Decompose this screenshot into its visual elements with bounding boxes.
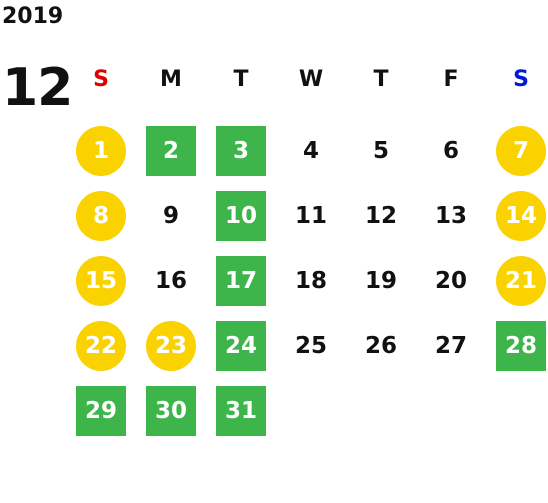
day-cell[interactable]: 10 [206,190,276,255]
day-number: 12 [364,203,397,229]
day-number: 9 [162,203,179,229]
month-number: 12 [2,58,73,118]
day-cell[interactable]: 27 [416,320,486,385]
day-number: 16 [154,268,187,294]
day-number: 14 [496,191,546,241]
weekday-header: F [443,67,459,92]
day-cell[interactable]: 14 [486,190,548,255]
day-number: 25 [294,333,327,359]
day-cell[interactable]: 17 [206,255,276,320]
day-cell[interactable]: 31 [206,385,276,450]
day-cell[interactable]: 13 [416,190,486,255]
day-cell[interactable]: 23 [136,320,206,385]
day-cell[interactable]: 8 [66,190,136,255]
day-cell[interactable]: 19 [346,255,416,320]
day-number: 27 [434,333,467,359]
day-number: 10 [216,191,266,241]
day-cell[interactable]: 3 [206,125,276,190]
day-cell[interactable]: 26 [346,320,416,385]
day-number: 29 [76,386,126,436]
day-number: 22 [76,321,126,371]
day-cell[interactable]: 30 [136,385,206,450]
day-cell[interactable]: 28 [486,320,548,385]
day-number: 8 [76,191,126,241]
day-cell[interactable]: 5 [346,125,416,190]
day-cell[interactable]: 16 [136,255,206,320]
day-number: 19 [364,268,397,294]
day-cell[interactable]: 4 [276,125,346,190]
day-number: 17 [216,256,266,306]
day-cell[interactable]: 2 [136,125,206,190]
day-number: 24 [216,321,266,371]
weekday-header: W [298,67,324,92]
day-cell[interactable]: 18 [276,255,346,320]
day-cell[interactable]: 25 [276,320,346,385]
day-cell[interactable]: 11 [276,190,346,255]
day-number: 23 [146,321,196,371]
day-number: 2 [146,126,196,176]
day-number: 5 [372,138,389,164]
day-cell[interactable]: 22 [66,320,136,385]
day-number: 11 [294,203,327,229]
day-number: 28 [496,321,546,371]
day-number: 21 [496,256,546,306]
day-number: 18 [294,268,327,294]
day-cell[interactable]: 29 [66,385,136,450]
weekday-header: M [160,67,182,92]
day-number: 31 [216,386,266,436]
day-cell[interactable]: 20 [416,255,486,320]
day-cell[interactable]: 15 [66,255,136,320]
day-cell[interactable]: 12 [346,190,416,255]
day-cell[interactable]: 9 [136,190,206,255]
day-number: 30 [146,386,196,436]
day-number: 13 [434,203,467,229]
day-cell[interactable]: 7 [486,125,548,190]
weekday-header: S [513,67,529,92]
weekday-header: T [373,67,389,92]
day-number: 1 [76,126,126,176]
weekday-header: S [93,67,109,92]
day-number: 20 [434,268,467,294]
day-cell[interactable]: 21 [486,255,548,320]
day-cell[interactable]: 6 [416,125,486,190]
day-number: 15 [76,256,126,306]
weekday-header: T [233,67,249,92]
year-label: 2019 [2,4,64,29]
day-number: 7 [496,126,546,176]
day-number: 3 [216,126,266,176]
day-number: 26 [364,333,397,359]
day-cell[interactable]: 24 [206,320,276,385]
day-number: 6 [442,138,459,164]
day-cell[interactable]: 1 [66,125,136,190]
day-number: 4 [302,138,319,164]
